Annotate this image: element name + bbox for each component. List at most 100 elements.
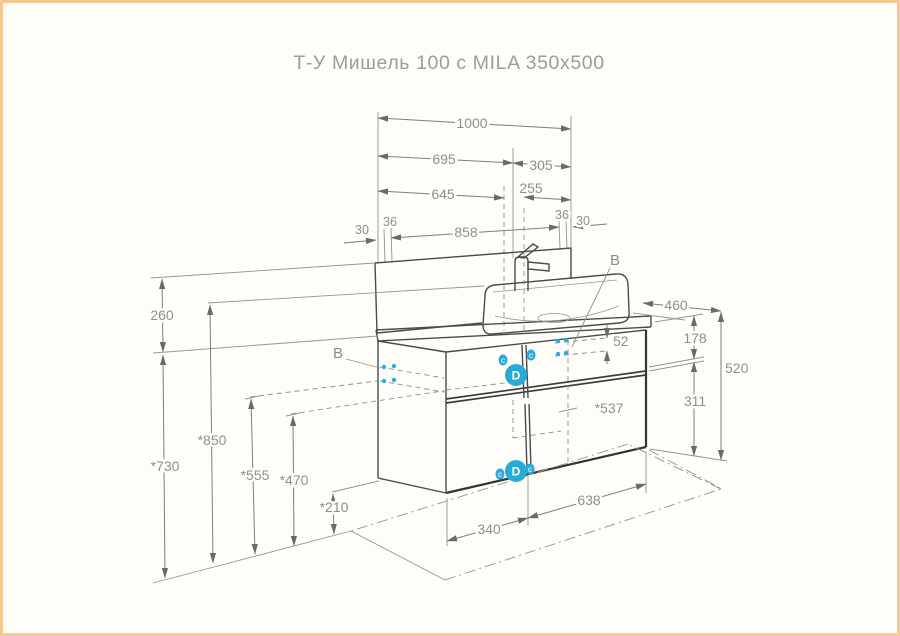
dim-line-645 [377, 188, 505, 201]
dim-label-638: 638 [577, 492, 601, 508]
d-marker-label: D [512, 465, 521, 479]
dim-label-470: *470 [280, 472, 309, 488]
floor-line [152, 530, 352, 584]
dim-label-52: 52 [613, 333, 629, 349]
dim-label-730: *730 [151, 458, 180, 474]
hole-dot [555, 338, 561, 344]
footprint-right-edge [627, 443, 722, 490]
footprint-front-edge [444, 488, 722, 581]
side-panel-top-edge [377, 340, 447, 353]
lower-split-right [528, 403, 532, 471]
dim-label-520: 520 [725, 360, 749, 376]
drawer-gap-upper-line [445, 370, 647, 400]
marker-label-b-left: B [333, 345, 343, 362]
leader-30-right [572, 222, 608, 230]
hidden-hole-row-left-1 [379, 366, 445, 379]
dim-line-255 [523, 194, 572, 203]
dim-line-730 [159, 354, 169, 579]
dim-line-858 [390, 224, 560, 241]
cabinet-front-top-edge [445, 329, 647, 353]
ref-bottom [649, 448, 728, 462]
upper-split-right [525, 344, 529, 399]
hole-dots-left [381, 363, 397, 384]
hole-dot [381, 378, 387, 384]
dim-line-305 [512, 160, 572, 170]
backsplash-bottom-edge [376, 322, 483, 334]
c-marker-label: c [529, 350, 534, 360]
dim-label-555: *555 [241, 467, 270, 483]
ref-470-dashed [290, 389, 450, 415]
d-marker-circle [505, 364, 527, 386]
dim-label-36-right: 36 [555, 208, 569, 222]
tick-30-left [383, 228, 386, 264]
d-marker-bottom: c c D [495, 460, 535, 482]
tick-555 [244, 395, 260, 400]
ref-splash-top [150, 262, 376, 279]
vessel-sink [482, 273, 630, 335]
vessel-inner-rim [492, 279, 618, 293]
dim-label-255: 255 [519, 180, 543, 196]
d-marker-label: D [512, 369, 521, 383]
tick-537 [558, 407, 578, 413]
dim-line-555 [248, 398, 258, 555]
hole-dot [555, 351, 561, 357]
ref-countertop-top [152, 335, 379, 354]
c-marker-label: c [528, 464, 533, 474]
leader-30-left [343, 237, 377, 245]
c-marker-label: c [501, 355, 506, 365]
dim-label-460: 460 [664, 297, 688, 313]
dim-line-850 [206, 304, 217, 564]
backsplash-top-edge [374, 247, 572, 279]
top-dimension-block: 1000 695 305 645 255 858 30 36 36 30 [343, 112, 608, 331]
dim-line-460 [642, 300, 722, 314]
hardware-markers: B B c c D c c D [333, 252, 620, 482]
d-marker-top: c c D [498, 349, 536, 386]
backsplash-left-edge [374, 262, 378, 334]
dim-label-1000: 1000 [456, 115, 487, 131]
dim-label-858: 858 [454, 224, 478, 240]
c-marker [495, 468, 505, 480]
projection-corner-line [648, 449, 721, 489]
vessel-drain [537, 313, 571, 323]
hole-dots-right [555, 337, 569, 357]
floor [152, 443, 722, 584]
ref-cabinet-bottom [331, 480, 380, 493]
page-title: Т-У Мишель 100 с MILA 350x500 [293, 52, 604, 74]
footprint-back-edge [350, 443, 629, 532]
dim-label-311: 311 [684, 393, 707, 409]
dim-label-850: *850 [198, 432, 227, 448]
marker-leader-b-right [571, 267, 611, 348]
dim-line-340 [446, 517, 529, 542]
hidden-hole-row-right-2 [554, 350, 607, 357]
lower-split-left [524, 403, 528, 472]
faucet-spout [527, 261, 550, 272]
dim-label-645: 645 [431, 186, 455, 202]
hole-dot [381, 364, 387, 370]
dim-label-178: 178 [683, 330, 707, 346]
dim-line-210 [330, 493, 337, 535]
vanity-dimension-drawing: Т-У Мишель 100 с MILA 350x500 1000 695 3… [148, 52, 751, 584]
dim-label-30-left: 30 [355, 223, 369, 237]
c-marker [498, 354, 508, 366]
hole-dot [391, 377, 397, 383]
faucet [514, 243, 550, 291]
vessel-bowl-curve [494, 305, 620, 322]
dim-label-260: 260 [150, 307, 174, 323]
d-marker-circle [505, 460, 527, 482]
tick-36-left [390, 227, 393, 263]
dim-label-305: 305 [529, 157, 553, 173]
dim-label-30-right: 30 [576, 214, 590, 228]
vessel-outline [482, 273, 630, 335]
ref-555-dashed [249, 380, 378, 398]
hole-dot [563, 337, 569, 343]
ref-vessel-rim [207, 285, 485, 304]
hidden-siphon-outlet [512, 430, 562, 439]
dim-line-470 [289, 415, 298, 547]
dim-label-36-left: 36 [383, 215, 397, 229]
hole-dot [563, 350, 569, 356]
countertop-left-cap [375, 329, 379, 342]
side-panel-bottom-edge [377, 477, 447, 494]
dim-label-210: *210 [320, 499, 349, 515]
dim-label-695: 695 [432, 151, 456, 167]
dim-line-260 [158, 278, 167, 353]
